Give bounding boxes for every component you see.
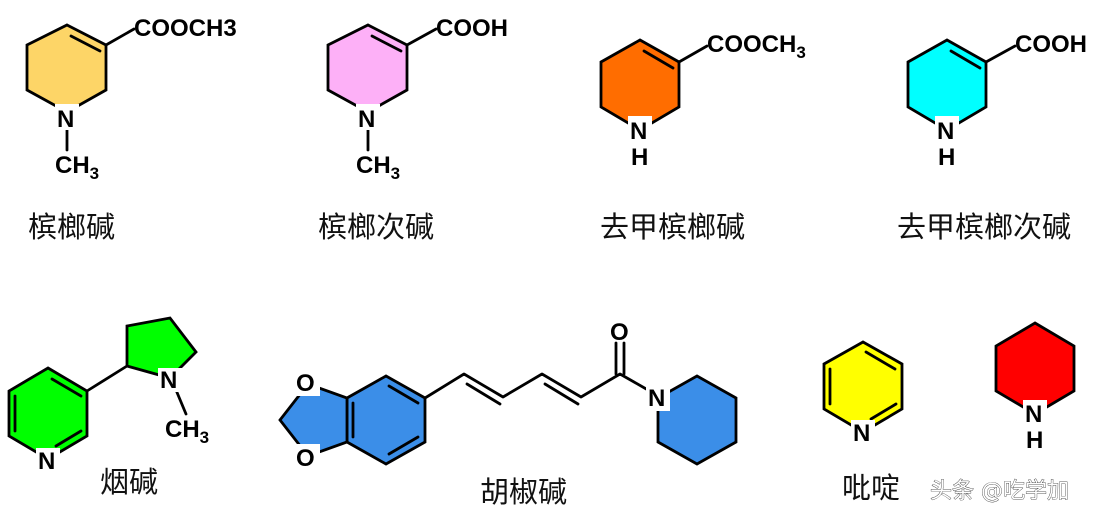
oxygen-label: O — [296, 370, 315, 397]
bond-line — [174, 388, 188, 416]
piperidine-ring-fill — [656, 374, 738, 466]
nitrogen-label: N — [1025, 401, 1042, 428]
compound-name: 槟榔碱 — [28, 210, 115, 244]
bond-line — [85, 364, 129, 393]
double-bond-line — [642, 49, 675, 70]
double-bond-line — [69, 34, 102, 53]
nitrogen-label: N — [57, 106, 74, 133]
methyl-label: CH3 — [165, 416, 209, 447]
oxygen-label: O — [296, 445, 315, 472]
nitrogen-label: N — [358, 106, 375, 133]
double-bond-line — [543, 382, 580, 406]
ring-fill — [822, 340, 904, 434]
compound-guvacoline: COOCH3 N H 去甲槟榔碱 — [599, 31, 806, 244]
double-bond-line — [869, 402, 898, 421]
carboxyl-label: COOH — [1015, 31, 1087, 58]
double-bond-line — [370, 34, 403, 53]
hydrogen-label: H — [631, 144, 648, 171]
nitrogen-label: N — [937, 118, 954, 145]
compound-guvacine: COOH N H 去甲槟榔次碱 — [897, 31, 1087, 244]
pyridine-ring-fill — [7, 366, 89, 461]
double-bond-line — [864, 350, 897, 371]
double-bond-line — [54, 429, 83, 448]
nitrogen-label: N — [853, 420, 870, 447]
nitrogen-label: N — [630, 118, 647, 145]
ester-group-label: COOCH3 — [707, 31, 806, 62]
bond-line — [104, 27, 136, 47]
carboxyl-label: COOH — [436, 15, 508, 42]
benzene-ring-fill — [345, 374, 427, 466]
compound-name: 胡椒碱 — [480, 475, 567, 509]
bond-line — [405, 27, 438, 47]
carbonyl-oxygen-label: O — [610, 319, 629, 346]
compound-name: 烟碱 — [100, 465, 158, 499]
compound-piperine: O O O N 胡椒碱 — [278, 319, 738, 509]
compound-arecaidine: COOH N CH3 槟榔次碱 — [318, 15, 508, 244]
ring-fill — [326, 23, 409, 114]
amide-nitrogen-label: N — [648, 385, 665, 412]
pyridine-nitrogen-label: N — [38, 448, 55, 475]
double-bond-line — [50, 377, 83, 398]
methyl-label: CH3 — [55, 152, 99, 183]
compound-name: 槟榔次碱 — [318, 210, 434, 244]
compound-name: 去甲槟榔碱 — [600, 210, 745, 244]
compound-piperidine: N H — [994, 321, 1076, 454]
compound-pyridine: N 吡啶 — [822, 340, 904, 505]
bond-line — [984, 44, 1017, 64]
compound-nicotine: N N CH3 烟碱 — [7, 316, 209, 499]
compound-name: 吡啶 — [842, 471, 900, 505]
ring-fill — [25, 23, 108, 114]
ester-group-label: COOCH3 — [134, 15, 237, 42]
diene-chain — [423, 372, 650, 400]
watermark: 头条 @吃学加 — [930, 479, 1069, 504]
double-bond-line — [387, 435, 420, 456]
double-bond-line — [387, 384, 420, 405]
pyrrolidine-nitrogen-label: N — [160, 367, 177, 394]
pyrrolidine-ring-fill — [125, 316, 198, 380]
methyl-label: CH3 — [356, 152, 400, 183]
compound-arecoline: COOCH3 N CH3 槟榔碱 — [25, 15, 237, 244]
double-bond-line — [949, 49, 982, 70]
double-bond-line — [465, 382, 502, 406]
bond-line — [677, 44, 709, 64]
hydrogen-label: H — [938, 144, 955, 171]
compound-name: 去甲槟榔次碱 — [897, 210, 1071, 244]
hydrogen-label: H — [1026, 427, 1043, 454]
